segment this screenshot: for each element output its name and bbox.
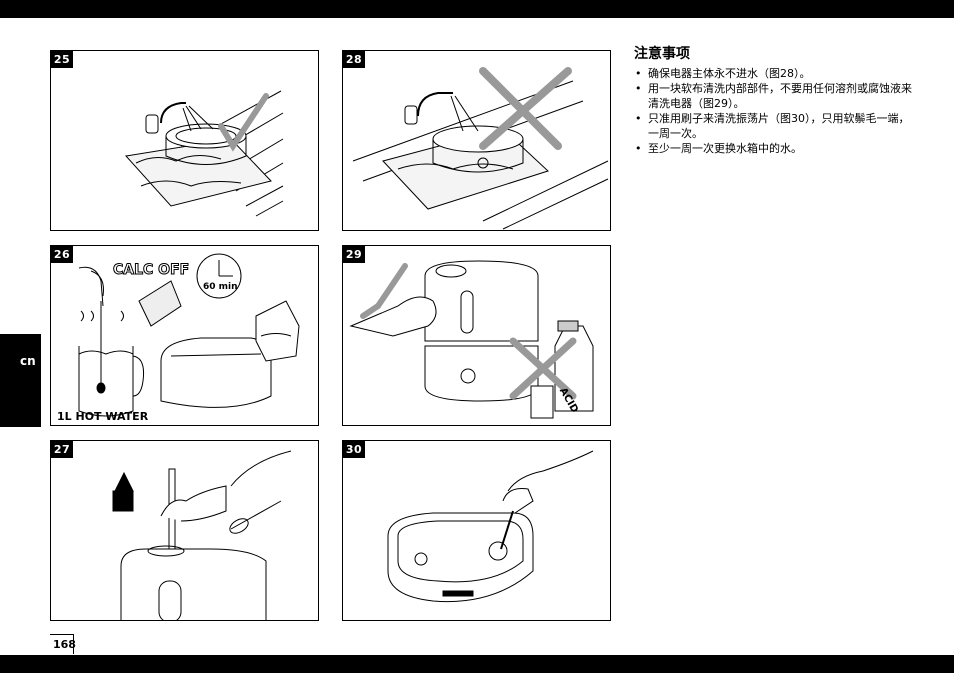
figure-panel-25: 25 bbox=[50, 50, 319, 231]
remove-spoon-illustration bbox=[112, 450, 292, 620]
notes-list: 确保电器主体永不进水（图28）。 用一块软布清洗内部部件，不要用任何溶剂或腐蚀液… bbox=[634, 66, 914, 156]
notes-title: 注意事项 bbox=[634, 46, 690, 62]
sink-rinse-illustration bbox=[125, 90, 284, 217]
maintenance-notes: 注意事项 确保电器主体永不进水（图28）。 用一块软布清洗内部部件，不要用任何溶… bbox=[634, 46, 914, 156]
figure-number: 28 bbox=[343, 51, 365, 68]
language-tab: cn bbox=[0, 334, 41, 427]
figure-panel-29: 29 ACID bbox=[342, 245, 611, 426]
soft-cloth-cleaning-illustration: ACID bbox=[349, 260, 594, 419]
calc-off-logo: CALC OFF bbox=[113, 262, 189, 278]
list-item: 只准用刷子来清洗振荡片（图30），只用软鬃毛一端，一周一次。 bbox=[634, 111, 914, 141]
figure-number: 27 bbox=[51, 441, 73, 458]
figure-number: 26 bbox=[51, 246, 73, 263]
figure-panel-27: 27 bbox=[50, 440, 319, 621]
hot-water-label: 1L HOT WATER bbox=[57, 410, 149, 423]
no-water-in-base-illustration bbox=[352, 67, 609, 230]
top-black-bar bbox=[0, 0, 954, 18]
brush-transducer-illustration bbox=[387, 450, 594, 603]
descaling-illustration: CALC OFF 60 min 1L HOT WATER bbox=[57, 253, 300, 423]
timer-label: 60 min bbox=[203, 282, 238, 292]
figure-panel-30: 30 bbox=[342, 440, 611, 621]
figure-panel-26: 26 CALC OFF 60 min 1L HOT WATER bbox=[50, 245, 319, 426]
list-item: 确保电器主体永不进水（图28）。 bbox=[634, 66, 914, 81]
figure-number: 25 bbox=[51, 51, 73, 68]
bottom-black-bar bbox=[0, 655, 954, 673]
page-number: 168 bbox=[50, 634, 76, 654]
list-item: 用一块软布清洗内部部件，不要用任何溶剂或腐蚀液来清洗电器（图29）。 bbox=[634, 81, 914, 111]
figure-panel-28: 28 bbox=[342, 50, 611, 231]
list-item: 至少一周一次更换水箱中的水。 bbox=[634, 141, 914, 156]
figure-number: 30 bbox=[343, 441, 365, 458]
figure-number: 29 bbox=[343, 246, 365, 263]
